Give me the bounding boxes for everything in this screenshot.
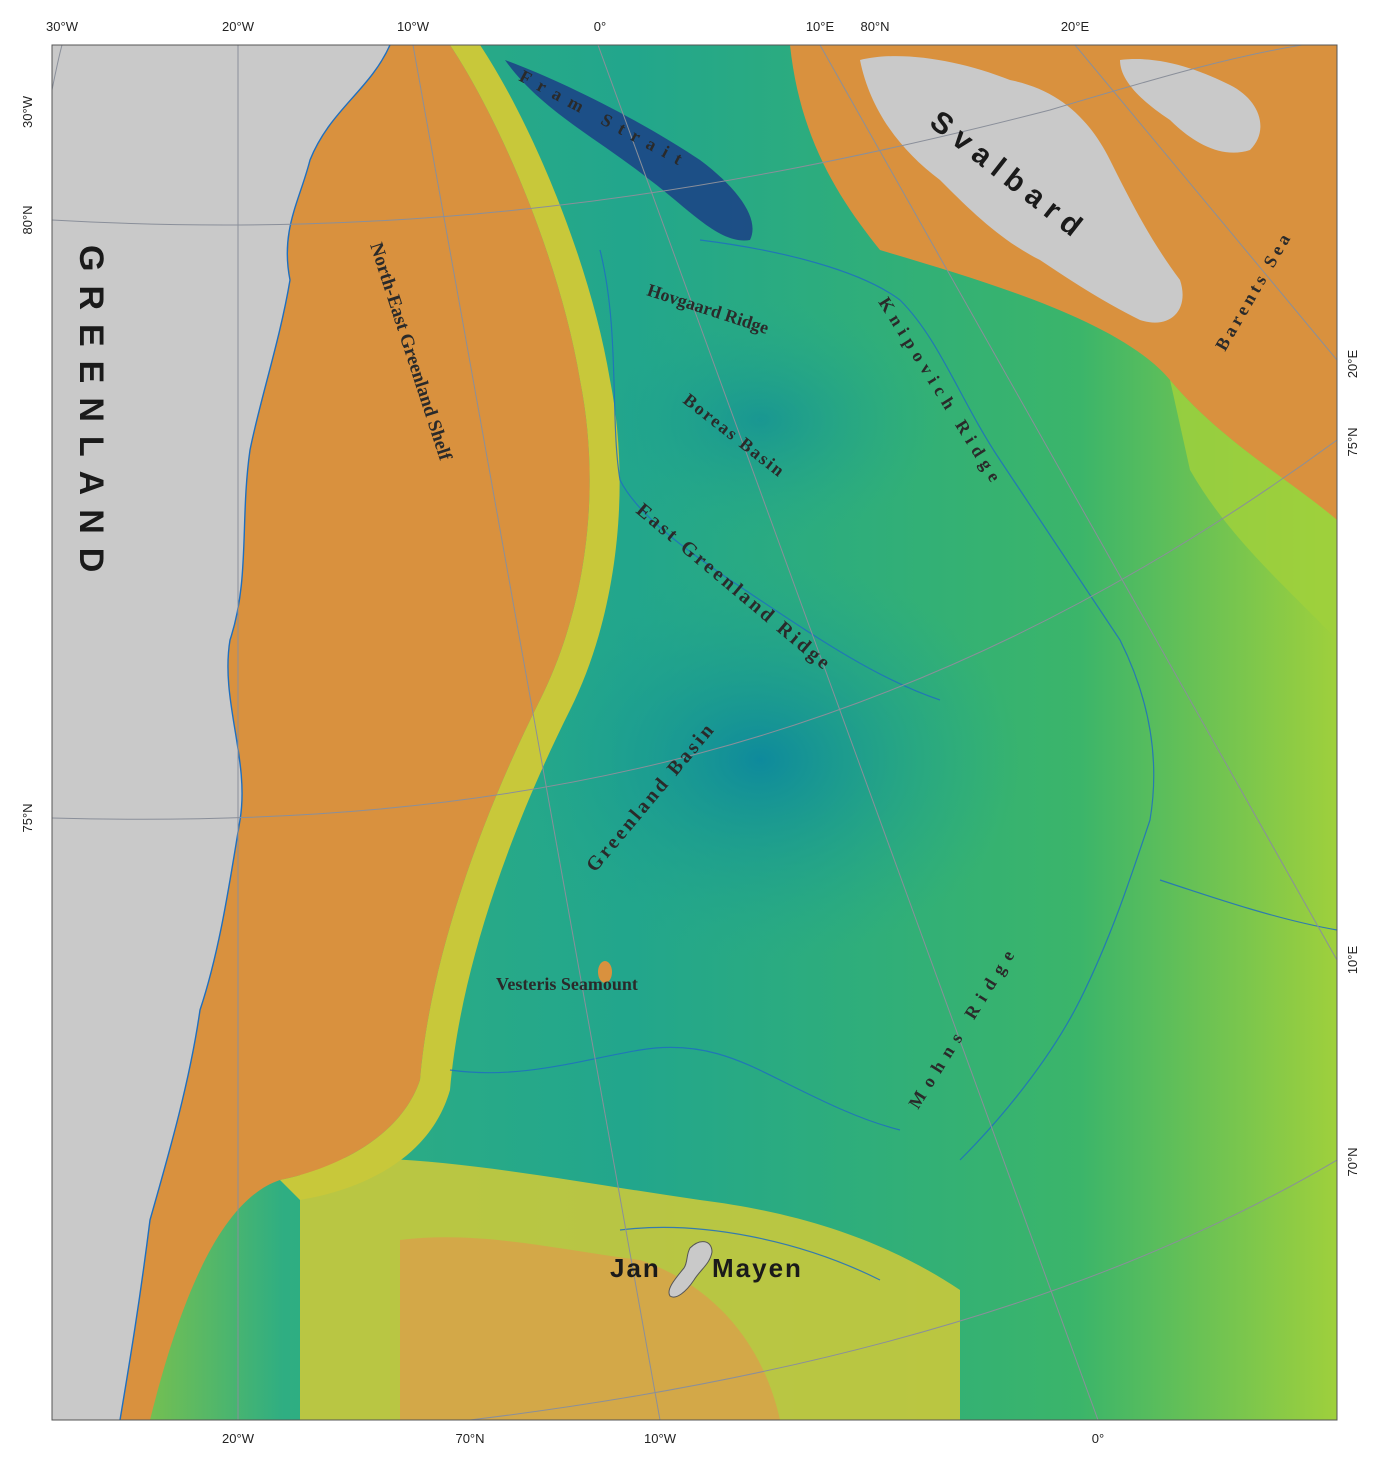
top-tick-3: 10°W xyxy=(397,19,430,34)
vesteris-seamount-shape xyxy=(598,961,612,983)
top-tick-labels: 30°W 20°W 10°W 0° 10°E 80°N 20°E xyxy=(46,19,1089,34)
graticule xyxy=(52,45,1337,1420)
left-tick-3: 75°N xyxy=(20,803,35,832)
map-frame xyxy=(51,44,1338,1421)
greenland-land xyxy=(52,45,390,1420)
bottom-tick-4: 0° xyxy=(1092,1431,1104,1446)
left-tick-1: 30°W xyxy=(20,95,35,128)
top-tick-4: 0° xyxy=(594,19,606,34)
jan-label: Jan xyxy=(610,1253,661,1283)
bottom-tick-labels: 20°W 70°N 10°W 0° xyxy=(222,1431,1104,1446)
top-tick-1: 30°W xyxy=(46,19,79,34)
boreas-basin-deep xyxy=(580,300,940,540)
bottom-tick-1: 20°W xyxy=(222,1431,255,1446)
right-tick-labels: 20°E 75°N 10°E 70°N xyxy=(1345,350,1360,1177)
fram-strait-trench xyxy=(505,60,753,241)
svalbard-east-islands xyxy=(1120,59,1261,153)
top-tick-7: 20°E xyxy=(1061,19,1090,34)
left-tick-labels: 30°W 80°N 75°N xyxy=(20,95,35,832)
svalbard-land xyxy=(860,56,1183,323)
vesteris-seamount-label: Vesteris Seamount xyxy=(496,974,638,994)
bottom-tick-2: 70°N xyxy=(455,1431,484,1446)
bottom-tick-3: 10°W xyxy=(644,1431,677,1446)
right-tick-1: 20°E xyxy=(1345,350,1360,379)
mayen-label: Mayen xyxy=(712,1253,803,1283)
greenland-label: GREENLAND xyxy=(72,245,110,586)
top-tick-6: 80°N xyxy=(860,19,889,34)
right-tick-2: 75°N xyxy=(1345,427,1360,456)
barents-slope xyxy=(1170,380,1337,640)
right-tick-4: 70°N xyxy=(1345,1147,1360,1176)
greenland-basin-deep xyxy=(500,560,1020,960)
greenland-coastline xyxy=(119,45,391,1420)
jan-mayen-island xyxy=(668,1241,713,1298)
greenland-slope xyxy=(280,45,620,1200)
contour-lines xyxy=(449,239,1337,1281)
top-tick-2: 20°W xyxy=(222,19,255,34)
right-tick-3: 10°E xyxy=(1345,946,1360,975)
left-tick-2: 80°N xyxy=(20,205,35,234)
top-tick-5: 10°E xyxy=(806,19,835,34)
